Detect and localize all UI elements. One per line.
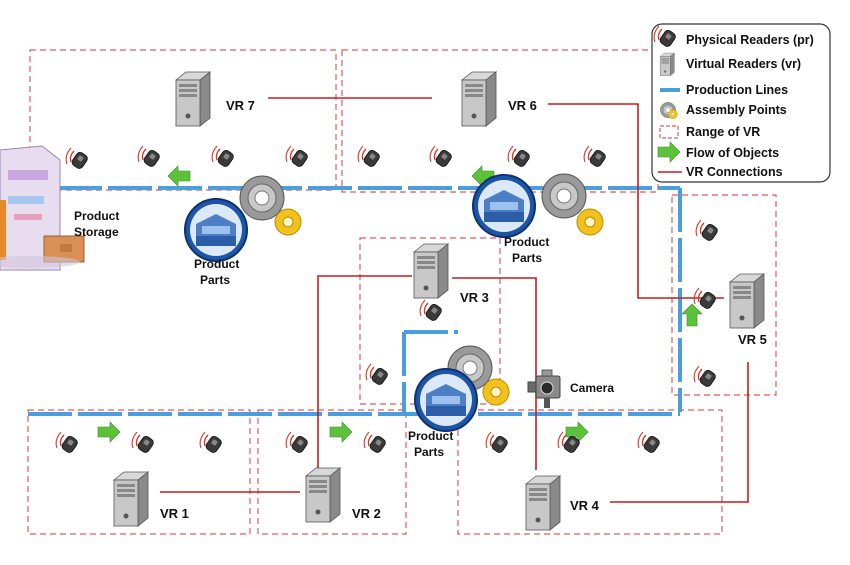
reader-icon [637,431,662,455]
gear-icon [482,378,510,406]
legend: Physical Readers (pr) Virtual Readers (v… [651,23,831,183]
product-parts-label-1b: Parts [200,273,230,287]
assembly-point-2 [472,173,604,238]
reader-icon [485,431,510,455]
gear-icon [274,208,302,236]
range-vr7 [29,49,337,191]
flow-arrow-icon [167,165,191,187]
factory-icon [414,368,478,432]
connection-vr3-vr2 [317,275,412,470]
gear-icon [239,175,285,221]
reader-icon [357,145,382,169]
legend-production-lines: Production Lines [686,83,788,97]
gear-icon [541,173,587,219]
assembly-point-3 [414,345,510,432]
legend-range-icon [659,125,679,139]
server-icon [413,243,449,299]
reader-icon [137,145,162,169]
reader-icon [693,287,718,311]
legend-virtual-readers: Virtual Readers (vr) [686,57,801,71]
reader-icon [285,431,310,455]
server-icon [525,475,561,531]
other-labels: Product Storage Product Parts Product Pa… [74,209,614,459]
server-icon [729,273,765,329]
reader-icon [285,145,310,169]
gear-icon [576,208,604,236]
connection-vr3-vr4 [452,277,537,470]
product-parts-label-2a: Product [504,235,549,249]
connection-vr4-vr5 [610,362,749,503]
legend-vr-connections: VR Connections [686,165,783,179]
connection-vr6-vr5 [548,103,724,299]
range-vr4 [457,409,723,535]
flow-arrow-icon [681,303,703,327]
vr-ranges [27,49,777,535]
physical-readers [55,145,720,455]
reader-icon [507,145,532,169]
reader-icon [363,431,388,455]
legend-assembly-points: Assembly Points [686,103,787,117]
range-vr1 [27,409,251,535]
reader-icon [583,145,608,169]
reader-icon [55,431,80,455]
product-storage-label-2: Storage [74,225,119,239]
server-icon [305,467,341,523]
vr6-label: VR 6 [508,98,537,113]
product-storage-icon [0,145,85,271]
reader-icon [419,299,444,323]
reader-icon [693,365,718,389]
reader-icon [695,219,720,243]
factory-icon [184,198,248,262]
reader-icon [365,363,390,387]
vr7-label: VR 7 [226,98,255,113]
camera-label: Camera [570,381,614,395]
vr3-label: VR 3 [460,290,489,305]
vr2-label: VR 2 [352,506,381,521]
vr1-label: VR 1 [160,506,189,521]
server-icon [461,71,497,127]
product-parts-label-2b: Parts [512,251,542,265]
reader-icon [211,145,236,169]
product-storage-label: Product [74,209,119,223]
server-icon [175,71,211,127]
vr4-label: VR 4 [570,498,600,513]
server-labels: VR 7 VR 6 VR 3 VR 5 VR 1 VR 2 VR 4 [160,98,767,521]
reader-icon [429,145,454,169]
vr5-label: VR 5 [738,332,767,347]
product-parts-label-3b: Parts [414,445,444,459]
vr-connections [160,97,749,503]
legend-physical-readers: Physical Readers (pr) [686,33,814,47]
flow-arrow-icon [97,421,121,443]
reader-icon [131,431,156,455]
flow-arrow-icon [329,421,353,443]
flow-arrows [97,165,703,443]
factory-icon [472,174,536,238]
range-vr2 [257,409,407,535]
legend-server-icon [659,52,675,76]
product-parts-label-1a: Product [194,257,239,271]
legend-flow-of-objects: Flow of Objects [686,146,779,160]
product-parts-label-3a: Product [408,429,453,443]
camera-icon [527,369,561,408]
range-vr6 [341,49,659,193]
range-vr5 [671,194,777,396]
legend-range-of-vr: Range of VR [686,125,760,139]
reader-icon [65,147,90,171]
legend-box [651,23,831,183]
reader-icon [199,431,224,455]
server-icon [113,471,149,527]
